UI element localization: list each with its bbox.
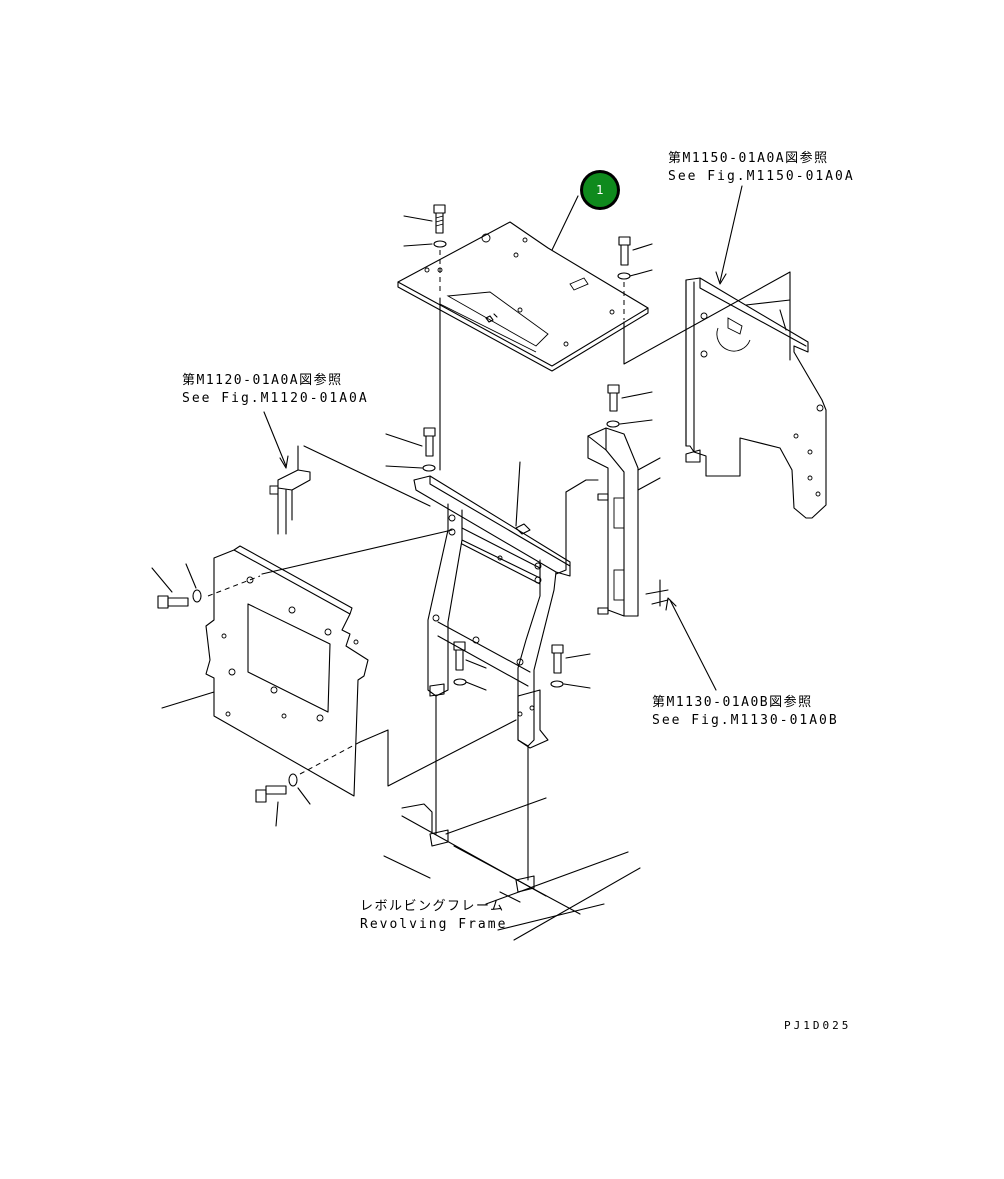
ref-m1150-jp: 第M1150-01A0A図参照 [668, 150, 829, 166]
bolt-lower-right [550, 644, 591, 689]
ref-label-m1130: 第M1130-01A0B図参照 See Fig.M1130-01A0B [652, 597, 839, 728]
bolt-top-right [617, 236, 653, 320]
ref-m1130-en: See Fig.M1130-01A0B [652, 713, 839, 728]
frame-label: レボルビングフレーム Revolving Frame [360, 899, 507, 932]
bolt-middle-left [385, 427, 436, 472]
bolt-left-upper [151, 563, 202, 609]
right-side-wall [685, 277, 827, 519]
ref-label-m1120: 第M1120-01A0A図参照 See Fig.M1120-01A0A [182, 372, 369, 469]
ref-m1130-jp: 第M1130-01A0B図参照 [652, 694, 813, 710]
revolving-frame-base [383, 695, 641, 941]
bolt-left-lower [255, 773, 311, 827]
callout-badge[interactable]: 1 [580, 170, 620, 210]
left-bracket [269, 445, 431, 535]
frame-label-jp: レボルビングフレーム [360, 899, 505, 914]
ref-m1120-jp: 第M1120-01A0A図参照 [182, 372, 343, 388]
left-panel [161, 529, 517, 797]
frame-label-en: Revolving Frame [360, 917, 507, 932]
figure-code: PJ1D025 [784, 1019, 851, 1032]
ref-m1120-en: See Fig.M1120-01A0A [182, 391, 369, 406]
ref-m1150-en: See Fig.M1150-01A0A [668, 169, 855, 184]
bolt-top-left [403, 204, 447, 295]
right-post [565, 427, 669, 617]
callout-number: 1 [596, 183, 604, 197]
bolt-lower-center [453, 641, 487, 691]
ref-label-m1150: 第M1150-01A0A図参照 See Fig.M1150-01A0A [668, 150, 855, 285]
central-frame [413, 461, 571, 749]
bolt-right-middle [606, 384, 653, 428]
